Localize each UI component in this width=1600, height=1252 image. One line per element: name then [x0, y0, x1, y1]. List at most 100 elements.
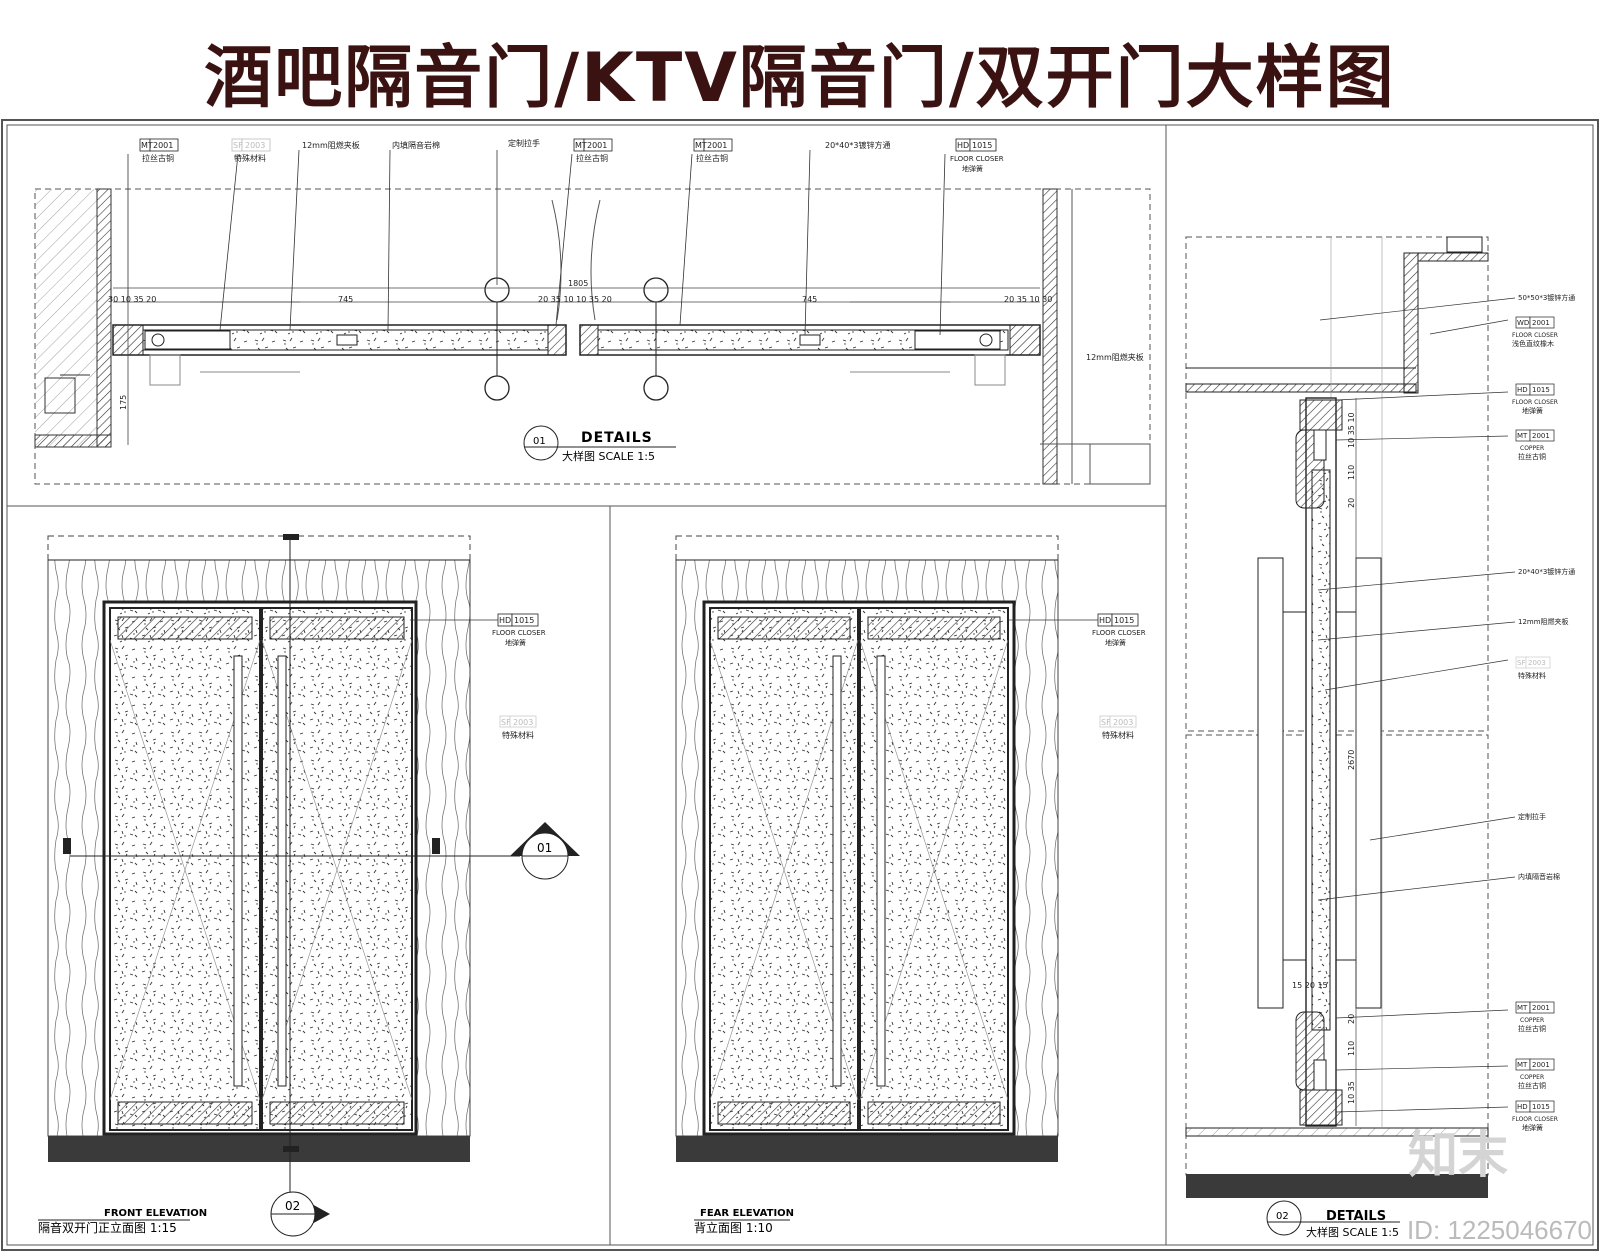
plan-tag-6-code: MT [575, 141, 587, 150]
sec-label-4: MT 2001 COPPER 拉丝古铜 [1515, 429, 1555, 461]
plan-tag-2-desc: 特殊材料 [234, 153, 266, 163]
sec-label-4-desc: COPPER [1520, 445, 1544, 452]
dim-left-group: 30 10 35 20 [108, 295, 156, 304]
rear-tag-desc: FLOOR CLOSER [1092, 629, 1146, 637]
dim-overall: 1805 [568, 279, 588, 288]
watermark-logo: 知末 [1408, 1126, 1508, 1184]
id-label: ID: 1225046670 [1406, 1215, 1592, 1245]
sec-label-7-code: SF [1517, 659, 1525, 667]
rear-tag-code: HD [1099, 616, 1111, 625]
sec-label-1: 50*50*3镀锌方通 [1518, 293, 1575, 302]
sec-label-5: 20*40*3镀锌方通 [1518, 567, 1575, 576]
sec-label-10-num: 2001 [1532, 1004, 1550, 1012]
plan-tag-5: 定制拉手 [508, 138, 540, 148]
plan-tag-1-num: 2001 [153, 141, 173, 150]
plan-tag-2: SF 2003 特殊材料 [231, 138, 271, 163]
front-caption-cn: 隔音双开门正立面图 1:15 [38, 1220, 177, 1235]
drawing-title: 酒吧隔音门/KTV隔音门/双开门大样图 [204, 39, 1396, 118]
front-tag2-num: 2003 [513, 718, 533, 727]
plan-tag-6: MT 2001 拉丝古铜 [573, 138, 613, 163]
sec-label-11-desc: COPPER [1520, 1074, 1544, 1081]
front-tag-desc2: 地弹簧 [505, 638, 526, 647]
rear-tag2-desc: 特殊材料 [1102, 730, 1134, 740]
section-caption: 02 DETAILS 大样图 SCALE 1:5 [1266, 1200, 1400, 1239]
plan-tag-9-num: 1015 [972, 141, 992, 150]
sec-label-3-num: 1015 [1532, 386, 1550, 394]
sec-label-3: HD 1015 FLOOR CLOSER 地弹簧 [1512, 383, 1558, 415]
plan-tag-1: MT 2001 拉丝古铜 [139, 138, 179, 163]
plan-tag-7: MT 2001 拉丝古铜 [693, 138, 733, 163]
plan-tag-6-num: 2001 [587, 141, 607, 150]
sec-label-10-code: MT [1517, 1004, 1528, 1012]
plan-caption-title: DETAILS [581, 430, 653, 446]
plan-tag-7-code: MT [695, 141, 707, 150]
sec-label-4-desc2: 拉丝古铜 [1518, 452, 1546, 461]
sec-label-3-desc2: 地弹簧 [1522, 406, 1543, 415]
plan-tag-1-desc: 拉丝古铜 [142, 153, 174, 163]
sec-label-2: WD 2001 FLOOR CLOSER 浅色直纹橡木 [1512, 316, 1558, 348]
front-caption: FRONT ELEVATION 隔音双开门正立面图 1:15 [38, 1208, 207, 1235]
section-detail [1185, 236, 1516, 1198]
plan-tags: MT 2001 拉丝古铜 SF 2003 特殊材料 12mm阻燃夹板 内填隔音岩… [139, 138, 1004, 173]
front-tag-desc: FLOOR CLOSER [492, 629, 546, 637]
front-section-num-01: 01 [537, 841, 552, 855]
plan-tag-6-desc: 拉丝古铜 [576, 153, 608, 163]
sec-label-11-num: 2001 [1532, 1061, 1550, 1069]
sec-label-10-desc2: 拉丝古铜 [1518, 1024, 1546, 1033]
front-tag2-code: SF [501, 718, 511, 727]
sec-dim-5: 20 [1347, 1014, 1356, 1024]
sec-label-4-num: 2001 [1532, 432, 1550, 440]
plan-detail [34, 149, 1151, 485]
section-labels: 50*50*3镀锌方通 WD 2001 FLOOR CLOSER 浅色直纹橡木 … [1512, 293, 1575, 1132]
sec-label-3-desc: FLOOR CLOSER [1512, 399, 1558, 406]
rear-caption-cn: 背立面图 1:10 [694, 1220, 773, 1235]
rear-tag2-num: 2003 [1113, 718, 1133, 727]
sec-label-2-desc: FLOOR CLOSER [1512, 332, 1558, 339]
sec-label-8: 定制拉手 [1518, 812, 1546, 821]
plan-caption-num: 01 [533, 436, 546, 447]
sec-label-7-desc: 特殊材料 [1518, 671, 1546, 680]
sec-label-11-desc2: 拉丝古铜 [1518, 1081, 1546, 1090]
sec-dim-2: 110 [1347, 465, 1356, 480]
sec-label-2-code: WD [1517, 319, 1529, 327]
sec-dim-1: 10 35 10 [1347, 412, 1356, 448]
plan-board-note: 12mm阻燃夹板 [1086, 352, 1144, 362]
front-section-num-02: 02 [285, 1199, 300, 1213]
section-caption-title: DETAILS [1326, 1209, 1386, 1224]
section-caption-sub: 大样图 SCALE 1:5 [1306, 1225, 1399, 1239]
sec-label-12-desc: FLOOR CLOSER [1512, 1116, 1558, 1123]
drawing-sheet: MT 2001 拉丝古铜 SF 2003 特殊材料 12mm阻燃夹板 内填隔音岩… [1, 119, 1599, 1251]
section-dimensions: 10 35 10 110 20 2670 15 20 15 20 110 10 … [1292, 398, 1357, 1126]
plan-tag-4: 内填隔音岩棉 [392, 140, 440, 150]
sec-dim-height: 2670 [1347, 750, 1356, 770]
sec-label-12: HD 1015 FLOOR CLOSER 地弹簧 [1512, 1100, 1558, 1132]
sec-label-7: SF 2003 特殊材料 [1515, 656, 1551, 680]
rear-tag-desc2: 地弹簧 [1105, 638, 1126, 647]
front-tag2-desc: 特殊材料 [502, 730, 534, 740]
plan-tag-9-desc2: 地弹簧 [962, 164, 983, 173]
sec-label-11: MT 2001 COPPER 拉丝古铜 [1515, 1058, 1555, 1090]
sec-label-11-code: MT [1517, 1061, 1528, 1069]
front-tag-num: 1015 [514, 616, 534, 625]
plan-tag-7-desc: 拉丝古铜 [696, 153, 728, 163]
plan-dimensions: 1805 30 10 35 20 745 20 35 10 10 35 20 7… [108, 279, 1144, 410]
plan-tag-1-code: MT [141, 141, 153, 150]
front-tag: HD 1015 FLOOR CLOSER 地弹簧 SF 2003 特殊材料 [492, 613, 546, 740]
sec-label-2-desc2: 浅色直纹橡木 [1512, 339, 1554, 348]
sec-dim-4: 15 20 15 [1292, 981, 1328, 990]
plan-tag-2-code: SF [233, 141, 243, 150]
sec-label-12-code: HD [1517, 1103, 1528, 1111]
dim-right-span: 745 [802, 295, 817, 304]
dim-mid: 20 35 10 10 35 20 [538, 295, 612, 304]
plan-caption: 01 DETAILS 大样图 SCALE 1:5 [523, 425, 676, 463]
sec-label-6: 12mm阻燃夹板 [1518, 617, 1569, 626]
sec-label-10: MT 2001 COPPER 拉丝古铜 [1515, 1001, 1555, 1033]
plan-tag-9: HD 1015 FLOOR CLOSER 地弹簧 [950, 138, 1004, 173]
plan-tag-3: 12mm阻燃夹板 [302, 140, 360, 150]
sec-label-4-code: MT [1517, 432, 1528, 440]
section-caption-num: 02 [1276, 1211, 1289, 1222]
plan-caption-sub: 大样图 SCALE 1:5 [562, 449, 655, 463]
dim-side: 175 [119, 395, 128, 410]
rear-tag: HD 1015 FLOOR CLOSER 地弹簧 SF 2003 特殊材料 [1092, 613, 1146, 740]
sec-dim-7: 10 35 [1347, 1081, 1356, 1104]
